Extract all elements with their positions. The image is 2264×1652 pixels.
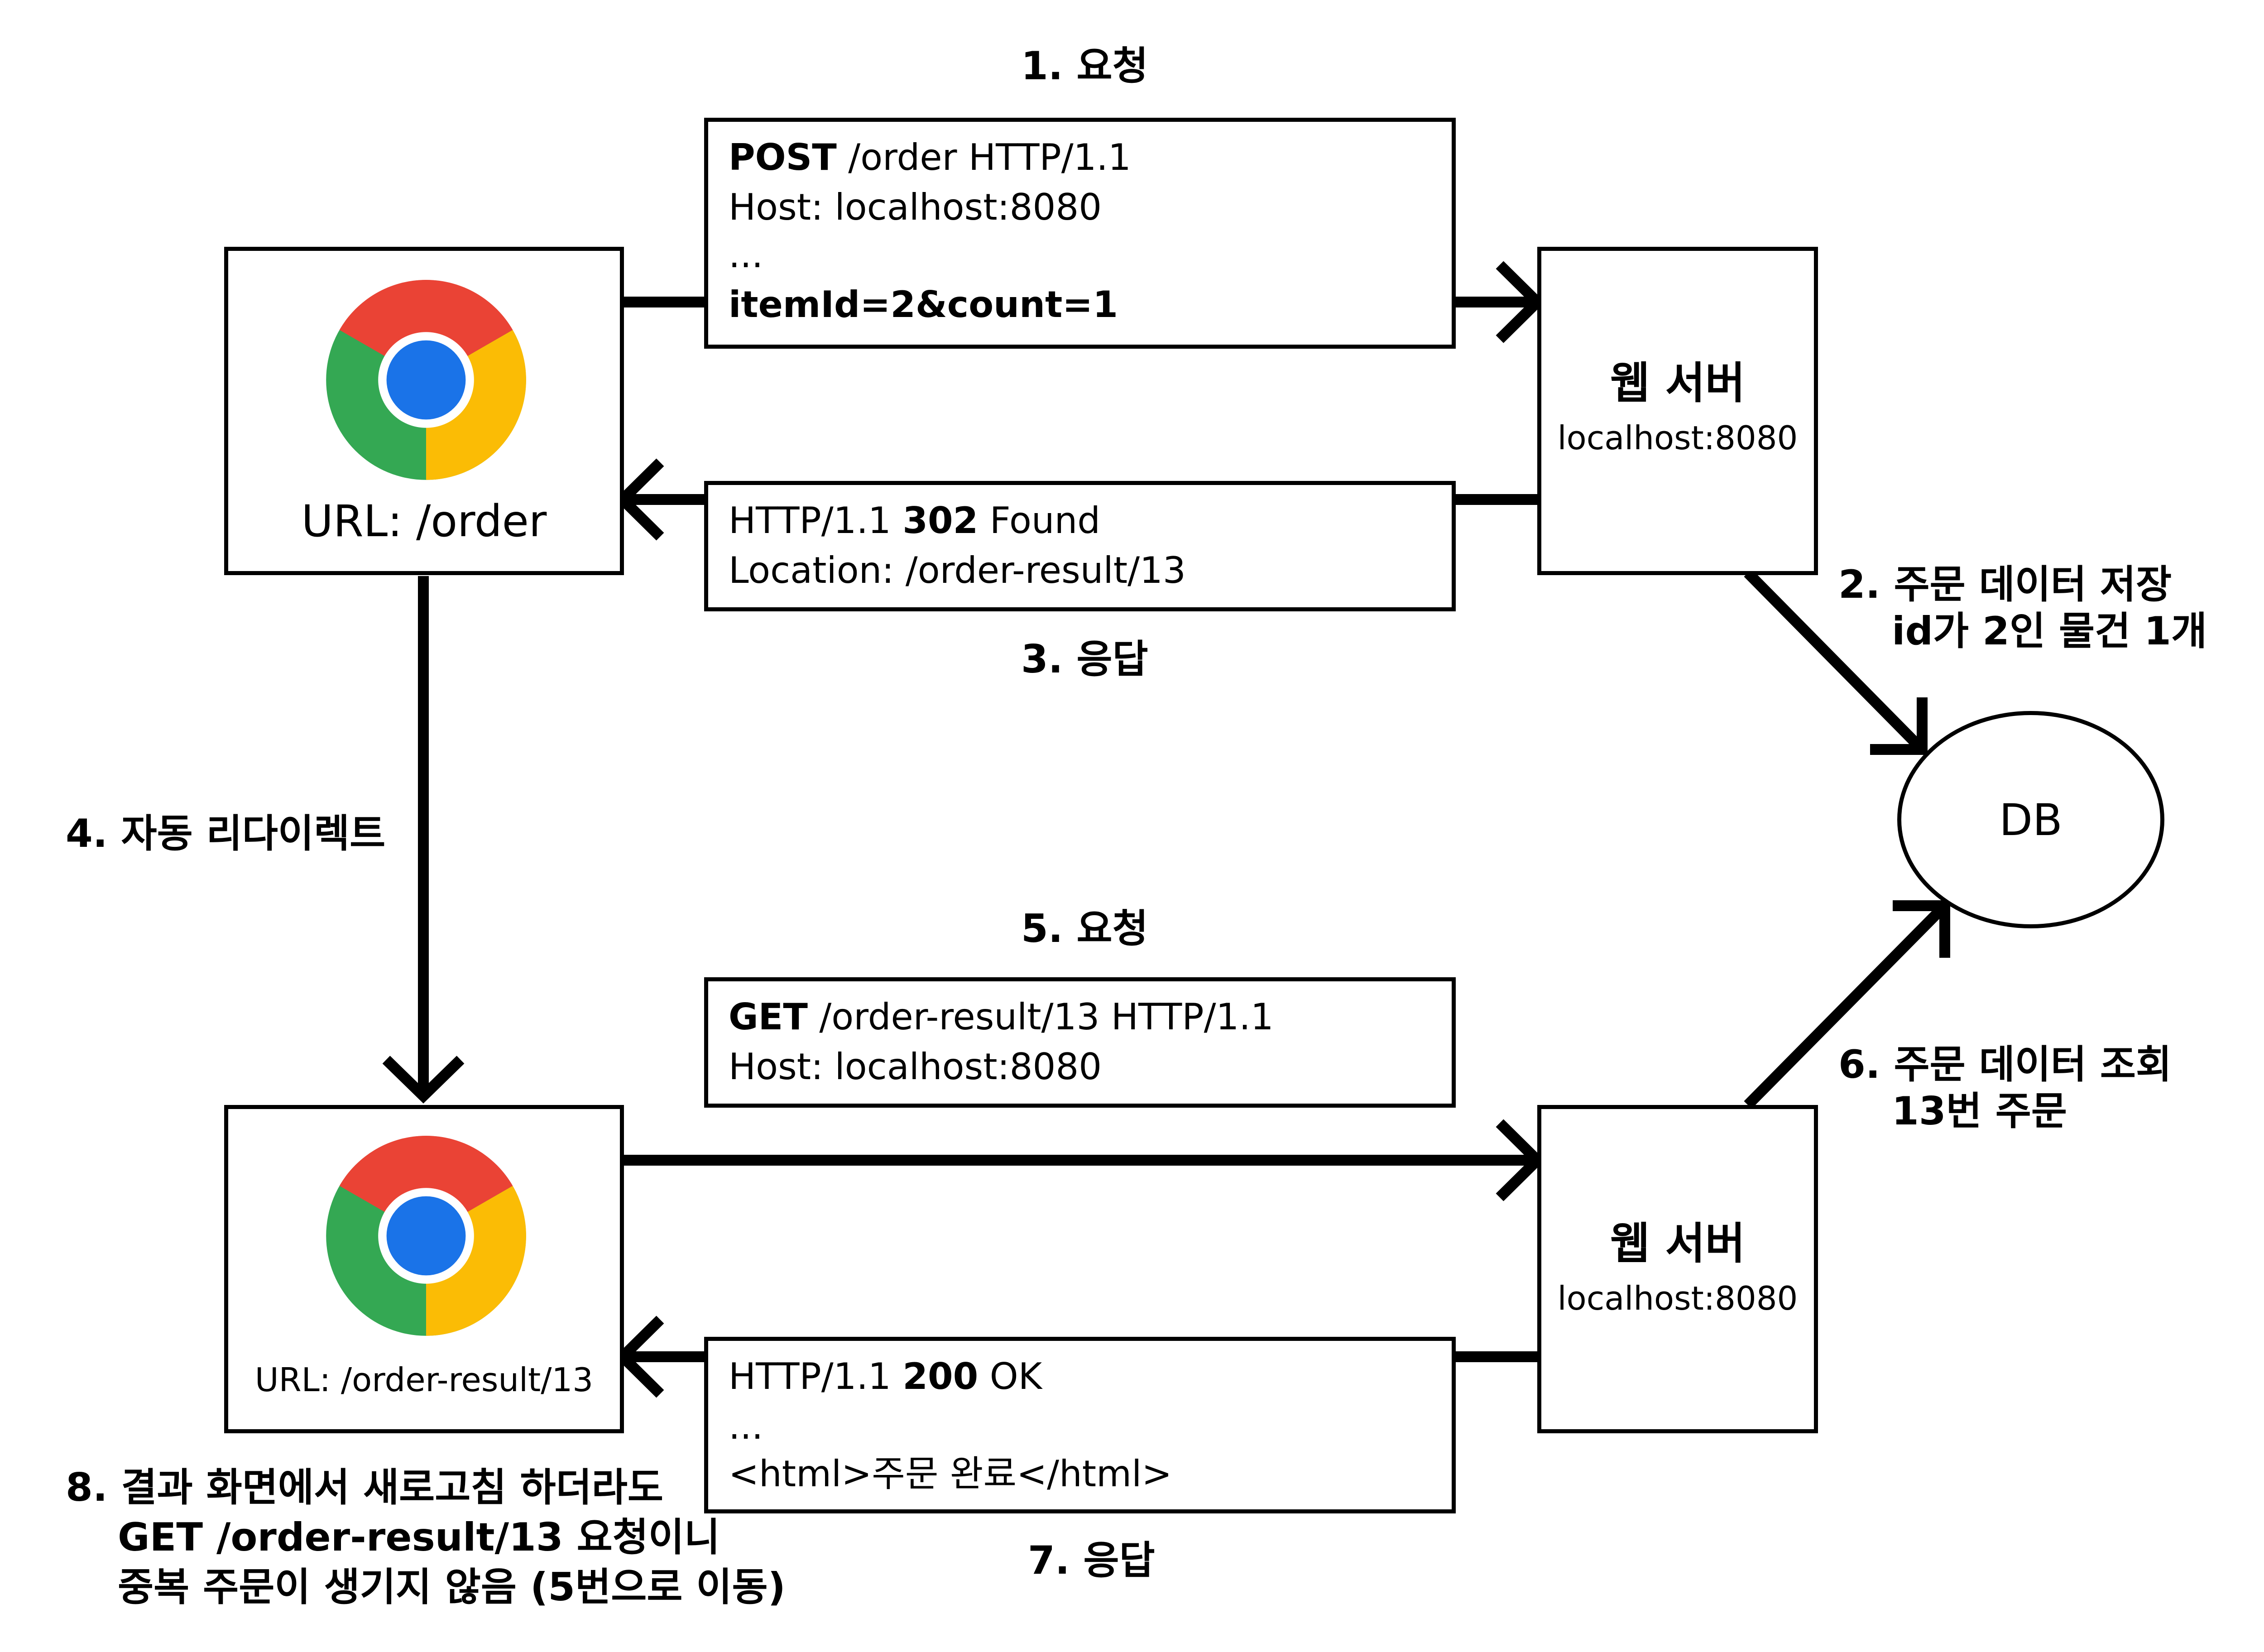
arrowhead-db-store: [1870, 697, 1928, 755]
arrowhead-db-query: [1893, 900, 1950, 958]
request-line: GET /order-result/13 HTTP/1.1: [729, 996, 1274, 1038]
request-line: POST /order HTTP/1.1: [729, 136, 1131, 178]
web-server-top: 웹 서버 localhost:8080: [1537, 247, 1818, 575]
browser-url-label: URL: /order: [301, 496, 547, 547]
server-host: localhost:8080: [1557, 419, 1798, 457]
request-body: itemId=2&count=1: [729, 283, 1118, 326]
browser-window-top: URL: /order: [224, 247, 624, 575]
chrome-icon: [326, 279, 526, 480]
step-6-label: 6. 주문 데이터 조회 13번 주문: [1838, 1042, 2172, 1134]
db-label: DB: [1999, 795, 2063, 845]
step-4-label: 4. 자동 리다이렉트: [66, 811, 386, 856]
store-arrow: [1744, 569, 1926, 754]
ellipsis: ...: [729, 234, 763, 276]
browser-window-bottom: URL: /order-result/13: [224, 1105, 624, 1433]
host-header: Host: localhost:8080: [729, 186, 1102, 228]
server-title: 웹 서버: [1610, 1218, 1746, 1269]
web-server-bottom: 웹 서버 localhost:8080: [1537, 1105, 1818, 1433]
chrome-icon: [326, 1135, 526, 1336]
ok-response-message: HTTP/1.1 200 OK ... <html>주문 완료</html>: [704, 1337, 1456, 1513]
query-arrow: [1744, 902, 1949, 1109]
ellipsis: ...: [729, 1405, 763, 1447]
step-1-label: 1. 요청: [1021, 43, 1148, 89]
step-5-label: 5. 요청: [1021, 906, 1148, 951]
browser-url-label: URL: /order-result/13: [254, 1361, 594, 1399]
status-line: HTTP/1.1 302 Found: [729, 499, 1101, 542]
step-3-label: 3. 응답: [1021, 637, 1148, 682]
status-line: HTTP/1.1 200 OK: [729, 1355, 1042, 1397]
get-request-message: GET /order-result/13 HTTP/1.1 Host: loca…: [704, 977, 1456, 1108]
host-header: Host: localhost:8080: [729, 1046, 1102, 1088]
post-request-message: POST /order HTTP/1.1 Host: localhost:808…: [704, 118, 1456, 349]
location-header: Location: /order-result/13: [729, 549, 1186, 591]
server-title: 웹 서버: [1610, 358, 1746, 408]
redirect-response-message: HTTP/1.1 302 Found Location: /order-resu…: [704, 481, 1456, 611]
server-host: localhost:8080: [1557, 1279, 1798, 1317]
database: DB: [1897, 711, 2164, 928]
response-body: <html>주문 완료</html>: [729, 1453, 1172, 1495]
step-7-label: 7. 응답: [1028, 1538, 1155, 1583]
step-2-label: 2. 주문 데이터 저장 id가 2인 물건 1개: [1838, 562, 2207, 654]
arrowhead-down: [382, 1056, 465, 1104]
step-8-label: 8. 결과 화면에서 새로고침 하더라도 GET /order-result/1…: [66, 1465, 786, 1610]
